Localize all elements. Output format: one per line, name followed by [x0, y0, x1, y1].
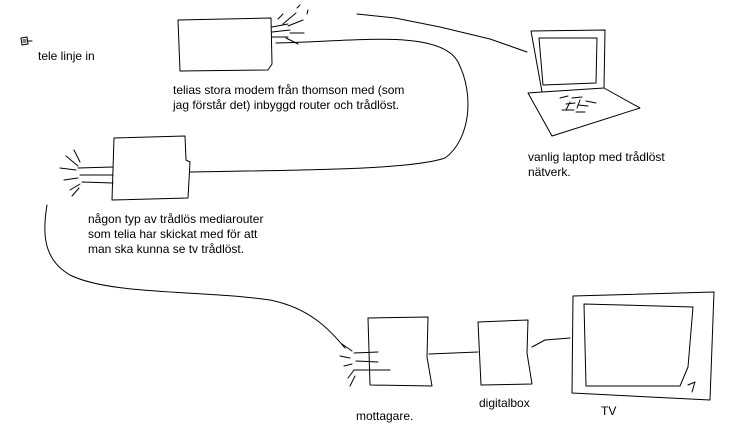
modem-label-line-2: jag förstår det) inbyggd router och tråd…: [173, 98, 400, 112]
laptop-label-line-1: vanlig laptop med trådlöst: [528, 150, 665, 164]
mediarouter-box: [111, 135, 191, 201]
digitalbox-to-tv-link: [531, 337, 571, 348]
mediarouter-label: någon typ av trådlös mediarouter som tel…: [88, 212, 263, 257]
mediarouter-antenna-icon: [59, 149, 114, 197]
modem-box: [177, 17, 273, 72]
mediarouter-label-line-1: någon typ av trådlös mediarouter: [88, 212, 264, 226]
receiver-antenna-icon: [339, 343, 391, 387]
receiver-to-digitalbox-link: [428, 351, 479, 355]
laptop-label-line-2: nätverk.: [528, 165, 571, 179]
receiver-box: [367, 316, 433, 387]
tv-icon: [571, 291, 715, 401]
laptop-icon: [527, 29, 641, 137]
modem-label: telias stora modem från thomson med (som…: [173, 83, 404, 113]
mediarouter-label-line-2: som telia har skickat med för att: [88, 227, 258, 241]
modem-label-line-1: telias stora modem från thomson med (som: [173, 83, 405, 97]
digitalbox-box: [477, 319, 533, 386]
mediarouter-to-receiver-cable: [44, 204, 346, 349]
phone-jack-icon: [20, 36, 33, 46]
modem-antenna-icon: [271, 4, 309, 45]
tv-label: TV: [601, 404, 617, 418]
laptop-label: vanlig laptop med trådlöst nätverk.: [528, 150, 665, 180]
modem-to-laptop-link: [356, 13, 528, 53]
digitalbox-label: digitalbox: [479, 396, 530, 410]
modem-to-mediarouter-cable: [189, 38, 469, 173]
receiver-label: mottagare.: [356, 409, 414, 423]
mediarouter-label-line-3: man ska kunna se tv trådlöst.: [88, 242, 245, 256]
phone-line-label: tele linje in: [38, 49, 95, 63]
